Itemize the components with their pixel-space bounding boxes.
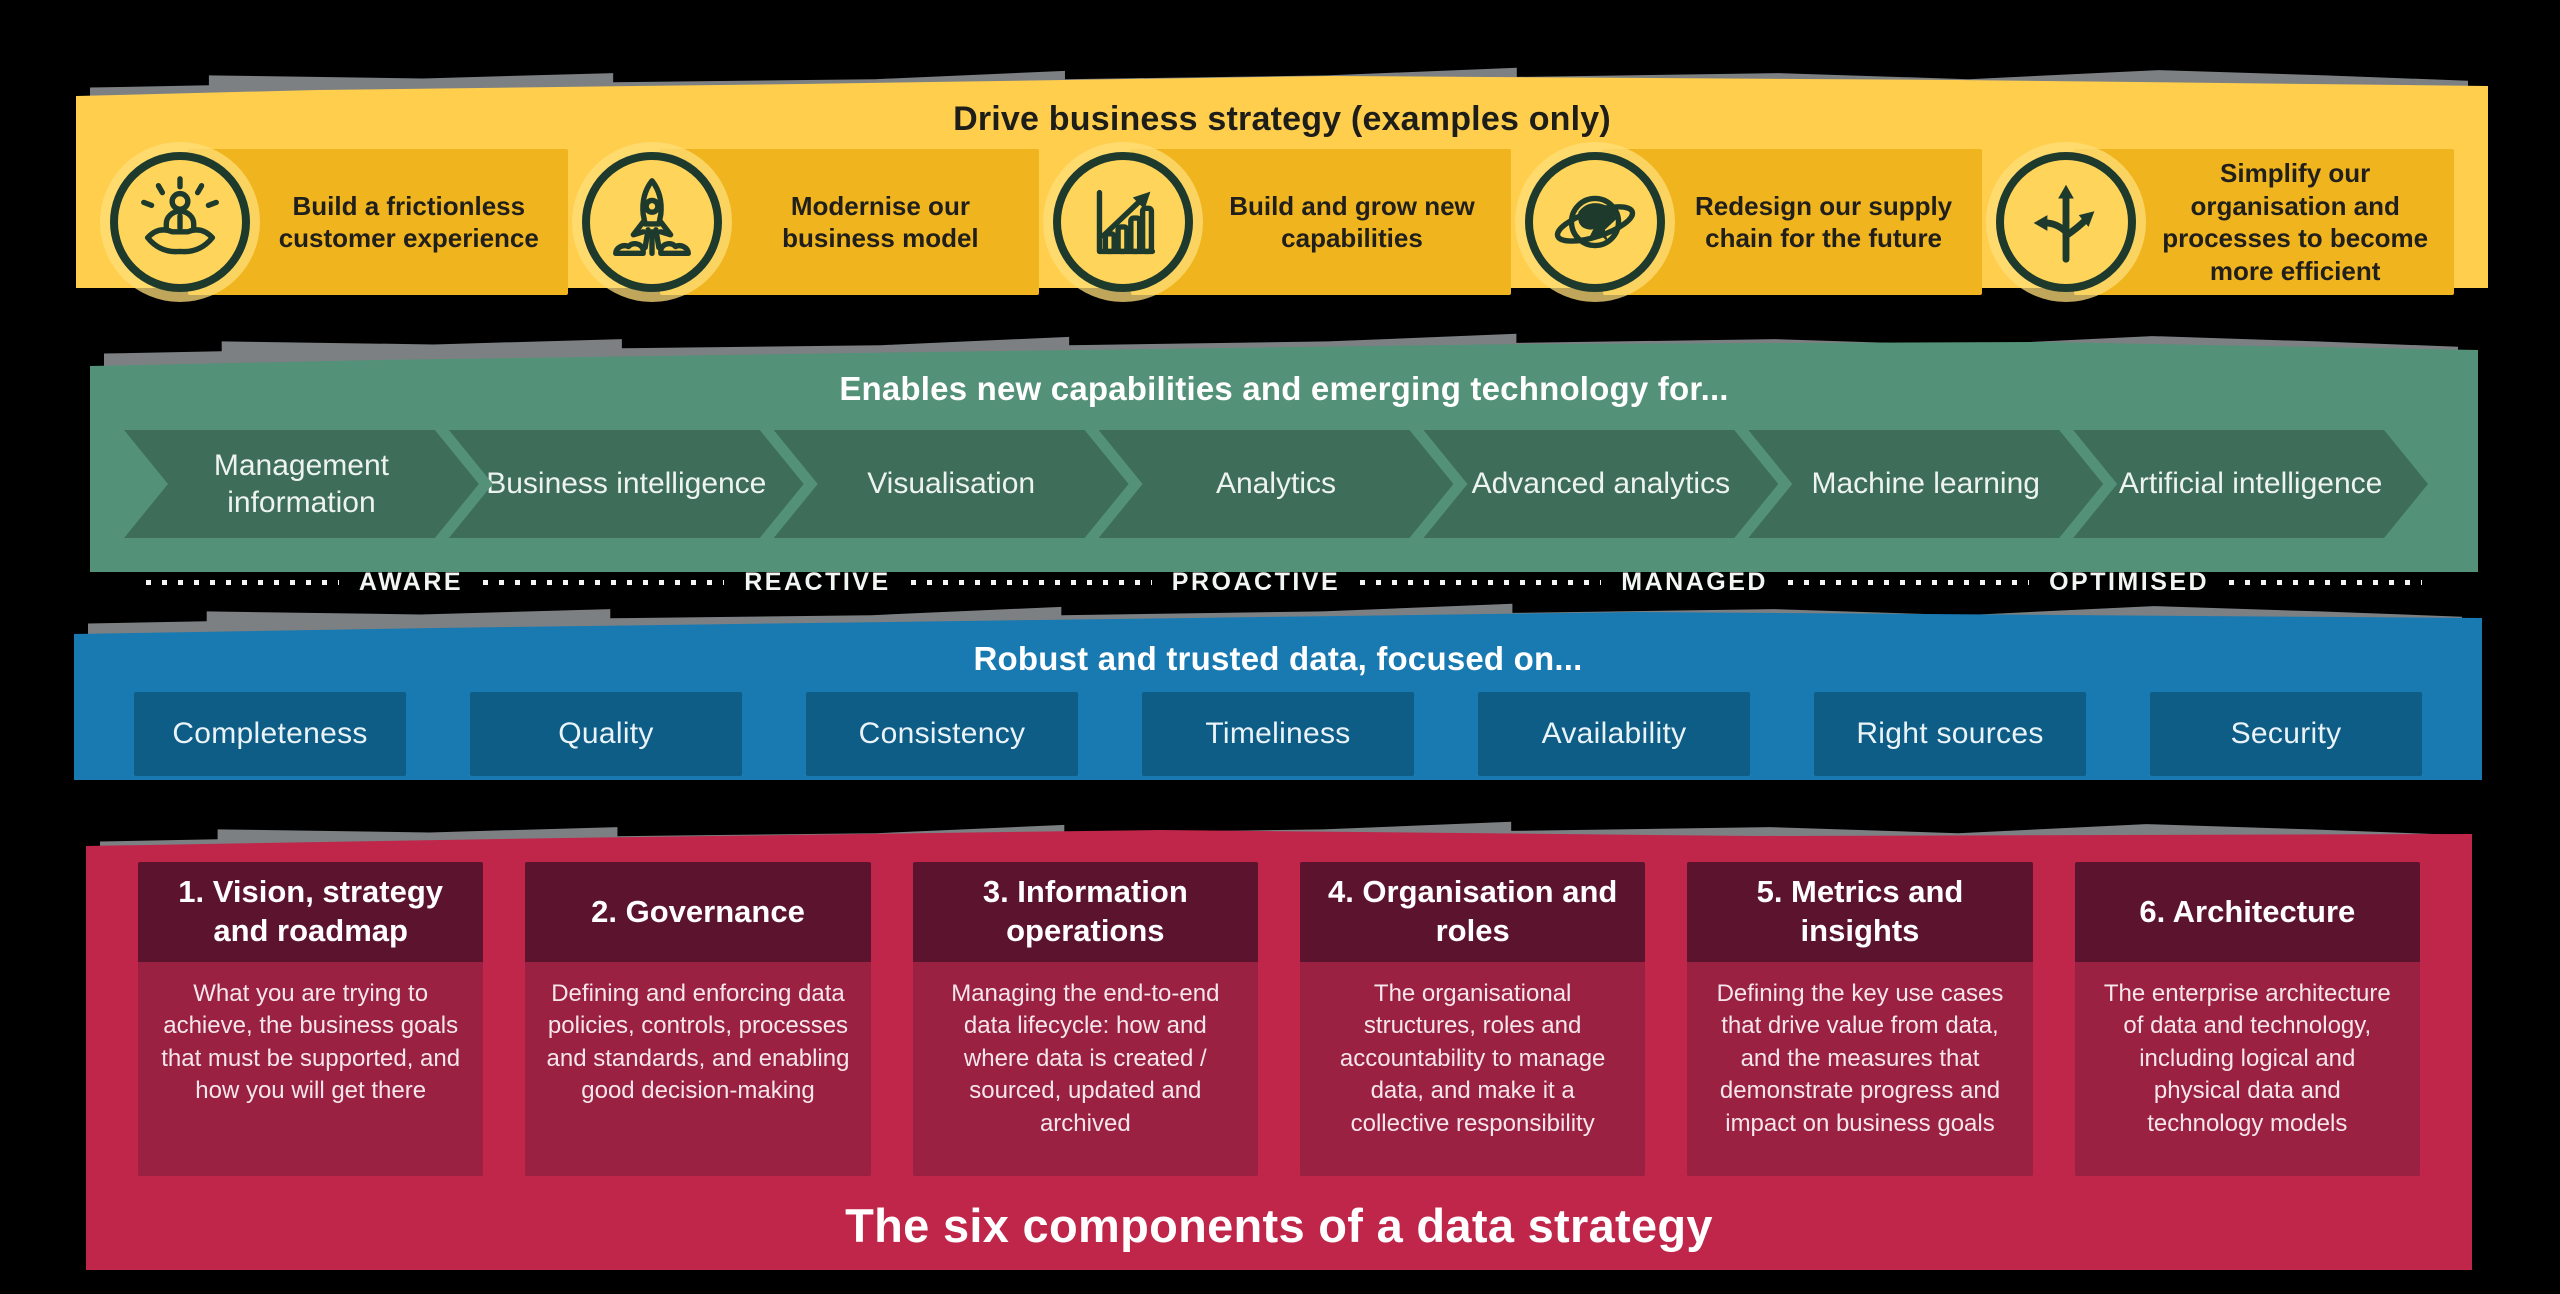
maturity-level: PROACTIVE xyxy=(1171,568,1341,596)
stage-chevron: Management information xyxy=(124,430,479,538)
components-band: 1. Vision, strategy and roadmap What you… xyxy=(86,821,2472,1270)
stage-chevron: Advanced analytics xyxy=(1423,430,1778,538)
component-card-heading: 4. Organisation and roles xyxy=(1299,862,1646,962)
dotted-line xyxy=(1787,580,2030,585)
maturity-level: AWARE xyxy=(358,568,464,596)
data-quality-box: Availability xyxy=(1478,692,1750,776)
branching-arrows-icon xyxy=(1996,152,2137,292)
rocket-icon xyxy=(581,152,722,292)
strategy-item-label: Build and grow new capabilities xyxy=(1131,149,1511,295)
component-card: 4. Organisation and roles The organisati… xyxy=(1299,862,1646,1176)
strategy-item-label: Modernise our business model xyxy=(659,149,1040,295)
strategy-item-label: Build a frictionless customer experience xyxy=(188,149,568,295)
band-background xyxy=(86,830,2472,1270)
data-quality-box: Quality xyxy=(470,692,742,776)
data-quality-box: Timeliness xyxy=(1142,692,1414,776)
component-card: 2. Governance Defining and enforcing dat… xyxy=(525,862,871,1176)
component-card-heading: 1. Vision, strategy and roadmap xyxy=(138,862,484,962)
component-card-heading: 2. Governance xyxy=(525,862,871,962)
strategy-item: Build and grow new capabilities xyxy=(1053,149,1511,295)
capability-band: Enables new capabilities and emerging te… xyxy=(90,333,2478,596)
business-strategy-band: Drive business strategy (examples only) xyxy=(76,67,2488,295)
component-card-heading: 6. Architecture xyxy=(2074,862,2420,962)
data-quality-box: Right sources xyxy=(1814,692,2086,776)
data-band-title: Robust and trusted data, focused on... xyxy=(973,640,1583,677)
strategy-item: Modernise our business model xyxy=(581,149,1040,295)
data-quality-box: Completeness xyxy=(134,692,406,776)
component-card-body: Defining the key use cases that drive va… xyxy=(1687,962,2033,1176)
component-card-heading: 5. Metrics and insights xyxy=(1687,862,2033,962)
dotted-line xyxy=(1360,580,1602,585)
stage-chevron: Visualisation xyxy=(774,430,1129,538)
stage-chevron: Analytics xyxy=(1099,430,1454,538)
stage-chevron: Artificial intelligence xyxy=(2073,430,2428,538)
strategy-item-label: Redesign our supply chain for the future xyxy=(1602,149,1983,295)
component-card: 6. Architecture The enterprise architect… xyxy=(2074,862,2420,1176)
strategy-item: Simplify our organisation and processes … xyxy=(1996,149,2454,295)
stage-chevron: Machine learning xyxy=(1748,430,2103,538)
dotted-line xyxy=(910,580,1152,585)
data-quality-box: Security xyxy=(2150,692,2422,776)
data-quality-band: Robust and trusted data, focused on... C… xyxy=(74,603,2482,780)
component-card-body: Defining and enforcing data policies, co… xyxy=(525,962,871,1176)
global-supply-chain-icon xyxy=(1524,152,1665,292)
component-card-body: The organisational structures, roles and… xyxy=(1299,962,1646,1176)
capability-band-title: Enables new capabilities and emerging te… xyxy=(839,370,1729,407)
stage-chevron: Business intelligence xyxy=(449,430,804,538)
components-band-title: The six components of a data strategy xyxy=(845,1199,1713,1252)
dotted-line xyxy=(2229,580,2423,585)
dotted-line xyxy=(146,580,339,585)
component-card: 3. Information operations Managing the e… xyxy=(912,862,1258,1176)
capability-stages-row: Management information Business intellig… xyxy=(124,430,2428,538)
component-card: 5. Metrics and insights Defining the key… xyxy=(1687,862,2033,1176)
customer-experience-icon xyxy=(110,152,250,292)
strategy-item: Build a frictionless customer experience xyxy=(110,149,568,295)
component-card-body: What you are trying to achieve, the busi… xyxy=(138,962,484,1176)
strategy-item-label: Simplify our organisation and processes … xyxy=(2074,149,2454,295)
strategy-items-row: Build a frictionless customer experience xyxy=(110,149,2454,295)
business-strategy-title: Drive business strategy (examples only) xyxy=(953,100,1611,138)
maturity-scale: AWARE REACTIVE PROACTIVE MANAGED OPTIMIS… xyxy=(146,568,2423,597)
strategy-item: Redesign our supply chain for the future xyxy=(1524,149,1983,295)
component-card-heading: 3. Information operations xyxy=(912,862,1258,962)
component-card: 1. Vision, strategy and roadmap What you… xyxy=(138,862,484,1176)
component-card-body: The enterprise architecture of data and … xyxy=(2074,962,2420,1176)
component-card-body: Managing the end-to-end data lifecycle: … xyxy=(912,962,1258,1176)
data-qualities-row: Completeness Quality Consistency Timelin… xyxy=(134,692,2422,776)
maturity-level: REACTIVE xyxy=(744,568,891,596)
data-quality-box: Consistency xyxy=(806,692,1078,776)
growth-chart-icon xyxy=(1053,152,1194,292)
dotted-line xyxy=(483,580,725,585)
maturity-level: OPTIMISED xyxy=(2049,568,2210,596)
maturity-level: MANAGED xyxy=(1621,568,1768,596)
component-cards-row: 1. Vision, strategy and roadmap What you… xyxy=(138,862,2420,1176)
